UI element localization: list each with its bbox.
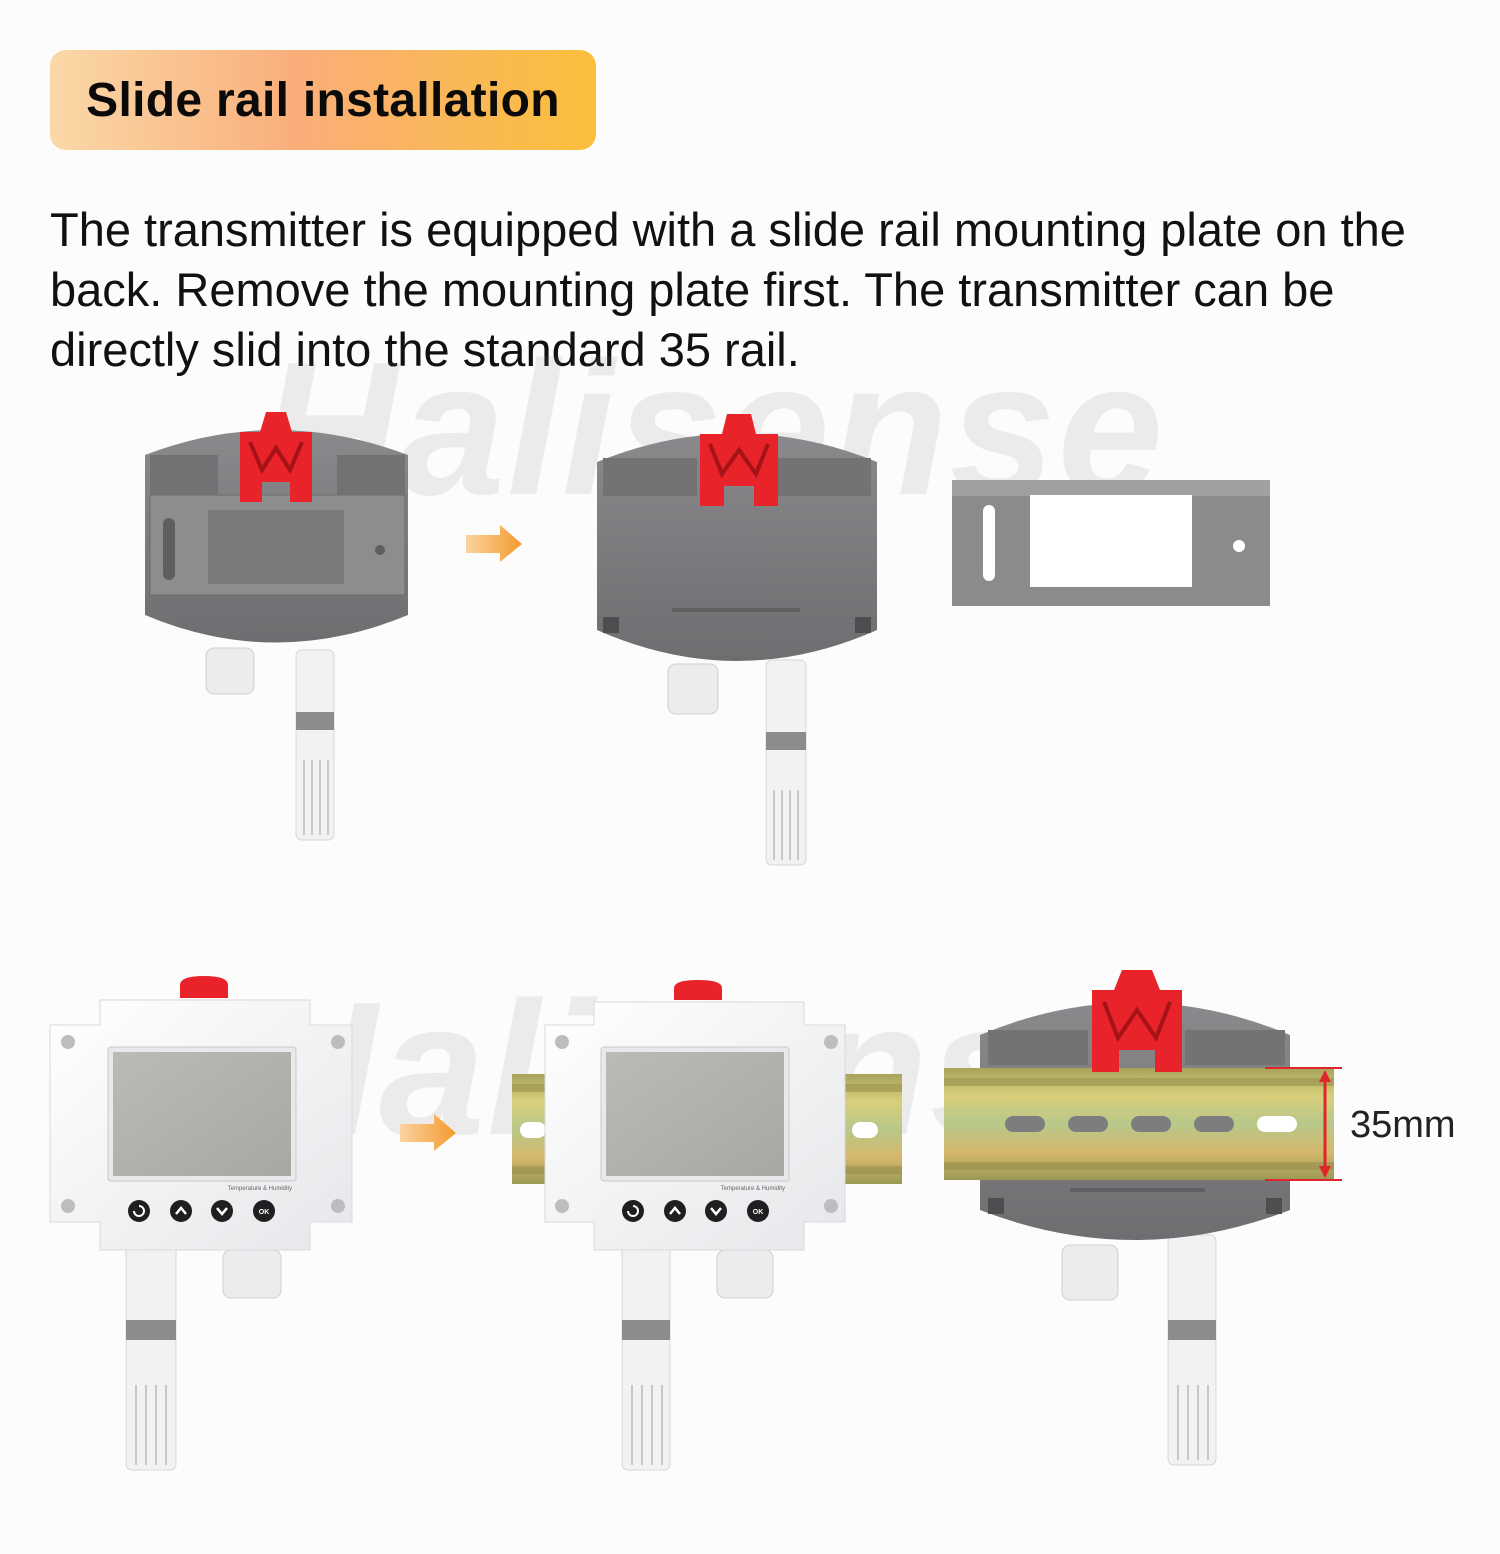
back-icon bbox=[128, 1200, 150, 1222]
up-icon bbox=[170, 1200, 192, 1222]
screen-caption-2: Temperature & Humidity bbox=[721, 1186, 785, 1192]
down-icon bbox=[705, 1200, 727, 1222]
svg-text:OK: OK bbox=[753, 1209, 764, 1216]
section-title-badge: Slide rail installation bbox=[50, 50, 596, 150]
rail-clip-1 bbox=[240, 412, 312, 502]
ok-icon bbox=[747, 1200, 769, 1222]
din-rail-2 bbox=[944, 1068, 1334, 1180]
rail-clip-3 bbox=[1092, 970, 1182, 1072]
back-icon bbox=[622, 1200, 644, 1222]
section-title: Slide rail installation bbox=[86, 73, 560, 127]
device-back-on-rail bbox=[944, 970, 1334, 1466]
up-icon bbox=[664, 1200, 686, 1222]
device-back-with-plate bbox=[145, 412, 408, 841]
device-front-2: Temperature & Humidity OK bbox=[544, 980, 846, 1471]
rail-clip-2 bbox=[700, 414, 778, 506]
down-icon bbox=[211, 1200, 233, 1222]
arrow-right-icon bbox=[466, 525, 522, 562]
device-front-1: Temperature & Humidity OK bbox=[49, 976, 353, 1471]
screen-caption-1: Temperature & Humidity bbox=[228, 1186, 292, 1192]
rail-width-label: 35mm bbox=[1350, 1104, 1456, 1146]
ok-icon bbox=[253, 1200, 275, 1222]
svg-text:OK: OK bbox=[259, 1209, 270, 1216]
device-buttons-2: OK bbox=[622, 1200, 769, 1222]
device-back-without-plate bbox=[597, 414, 877, 866]
installation-description: The transmitter is equipped with a slide… bbox=[50, 203, 1406, 376]
mounting-plate bbox=[952, 480, 1270, 606]
device-buttons-1: OK bbox=[128, 1200, 275, 1222]
arrow-right-icon bbox=[400, 1114, 456, 1151]
dimension-marker bbox=[1265, 1067, 1342, 1181]
